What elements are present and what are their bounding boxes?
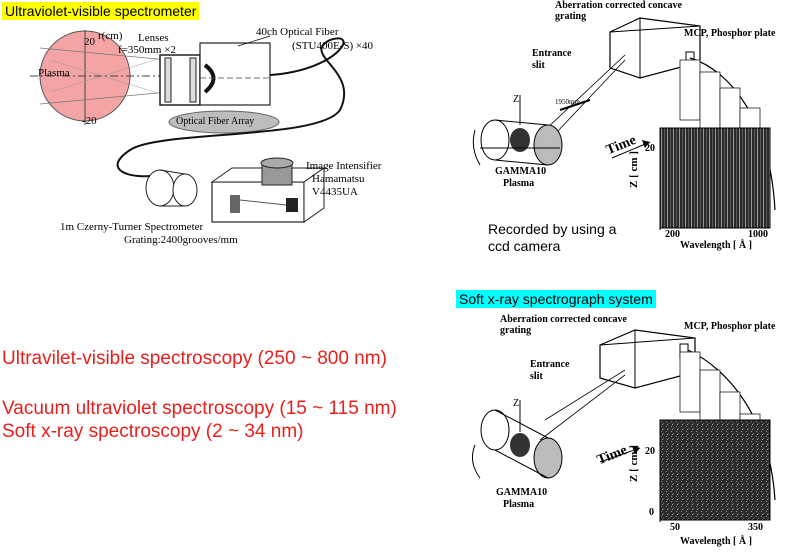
tick-50: 50: [670, 522, 680, 533]
label-plasma-2: Plasma: [503, 499, 535, 510]
label-grating-title: Aberration corrected concave grating: [555, 0, 682, 22]
label-plasma: Plasma: [38, 67, 70, 79]
label-spectrometer: 1m Czerny-Turner Spectrometer: [60, 221, 204, 233]
vuv-range: Vacuum ultraviolet spectroscopy (15 ~ 11…: [2, 398, 397, 419]
tick-0-2: 0: [649, 507, 654, 518]
soft-xray-range: Soft x-ray spectroscopy (2 ~ 34 nm): [2, 421, 304, 442]
label-mcp-2: MCP, Phosphor plate: [684, 321, 776, 332]
fiber-array-oval: [168, 110, 280, 134]
label-distance: 1950mm: [555, 98, 580, 106]
y-axis-label-2: Z [ cm ]: [628, 445, 640, 482]
tick-200: 200: [665, 229, 680, 240]
label-intensifier: Image Intensifier: [306, 160, 382, 172]
label-fiber-array: Optical Fiber Array: [176, 116, 255, 127]
vuv-spectrometer-drawing: [472, 17, 776, 230]
label-z: Z: [513, 94, 520, 105]
tick-20-2: 20: [645, 446, 655, 457]
uv-visible-range: Ultravilet-visible spectroscopy (250 ~ 8…: [2, 348, 387, 369]
tick-1000: 1000: [748, 229, 768, 240]
label-entrance-2: Entrance slit: [530, 359, 570, 382]
tick-20: 20: [645, 143, 655, 154]
soft-xray-title: Soft x-ray spectrograph system: [456, 290, 656, 308]
label-grating: Grating:2400grooves/mm: [124, 234, 238, 246]
label-mcp: MCP, Phosphor plate: [684, 28, 776, 39]
label-lens-spec: f=350mm ×2: [118, 44, 176, 56]
label-neg20: -20: [82, 115, 97, 127]
label-20: 20: [84, 36, 95, 48]
label-r-cm: r(cm): [98, 30, 123, 42]
x-axis-label: Wavelength [ Å ]: [680, 240, 752, 251]
label-fiber: 40ch Optical Fiber: [256, 26, 339, 38]
label-fiber-model: (STU400E-S) ×40: [292, 40, 374, 52]
y-axis-label: Z [ cm ]: [628, 151, 640, 188]
label-plasma-right: Plasma: [503, 178, 535, 189]
label-hamamatsu: Hamamatsu: [312, 173, 365, 185]
tick-350: 350: [748, 522, 763, 533]
label-entrance: Entrance slit: [532, 48, 572, 71]
label-grating-title-2: Aberration corrected concave grating: [500, 314, 627, 336]
recorded-line2: ccd camera: [488, 238, 561, 254]
plasma-cross-section: [30, 30, 185, 125]
czerny-turner-spectrometer: [145, 157, 326, 223]
optical-fiber-cable: [116, 37, 346, 178]
label-model: V4435UA: [312, 186, 358, 198]
soft-xray-drawing: [471, 329, 776, 522]
x-axis-label-2: Wavelength [ Å ]: [680, 536, 752, 547]
label-z-2: Z: [513, 398, 520, 409]
label-gamma: GAMMA10: [495, 166, 547, 177]
lens-assembly: [159, 42, 271, 106]
recorded-line1: Recorded by using a: [488, 221, 617, 237]
label-lenses: Lenses: [138, 32, 169, 44]
uv-visible-title: Ultraviolet-visible spectrometer: [2, 2, 200, 20]
label-gamma-2: GAMMA10: [496, 487, 548, 498]
